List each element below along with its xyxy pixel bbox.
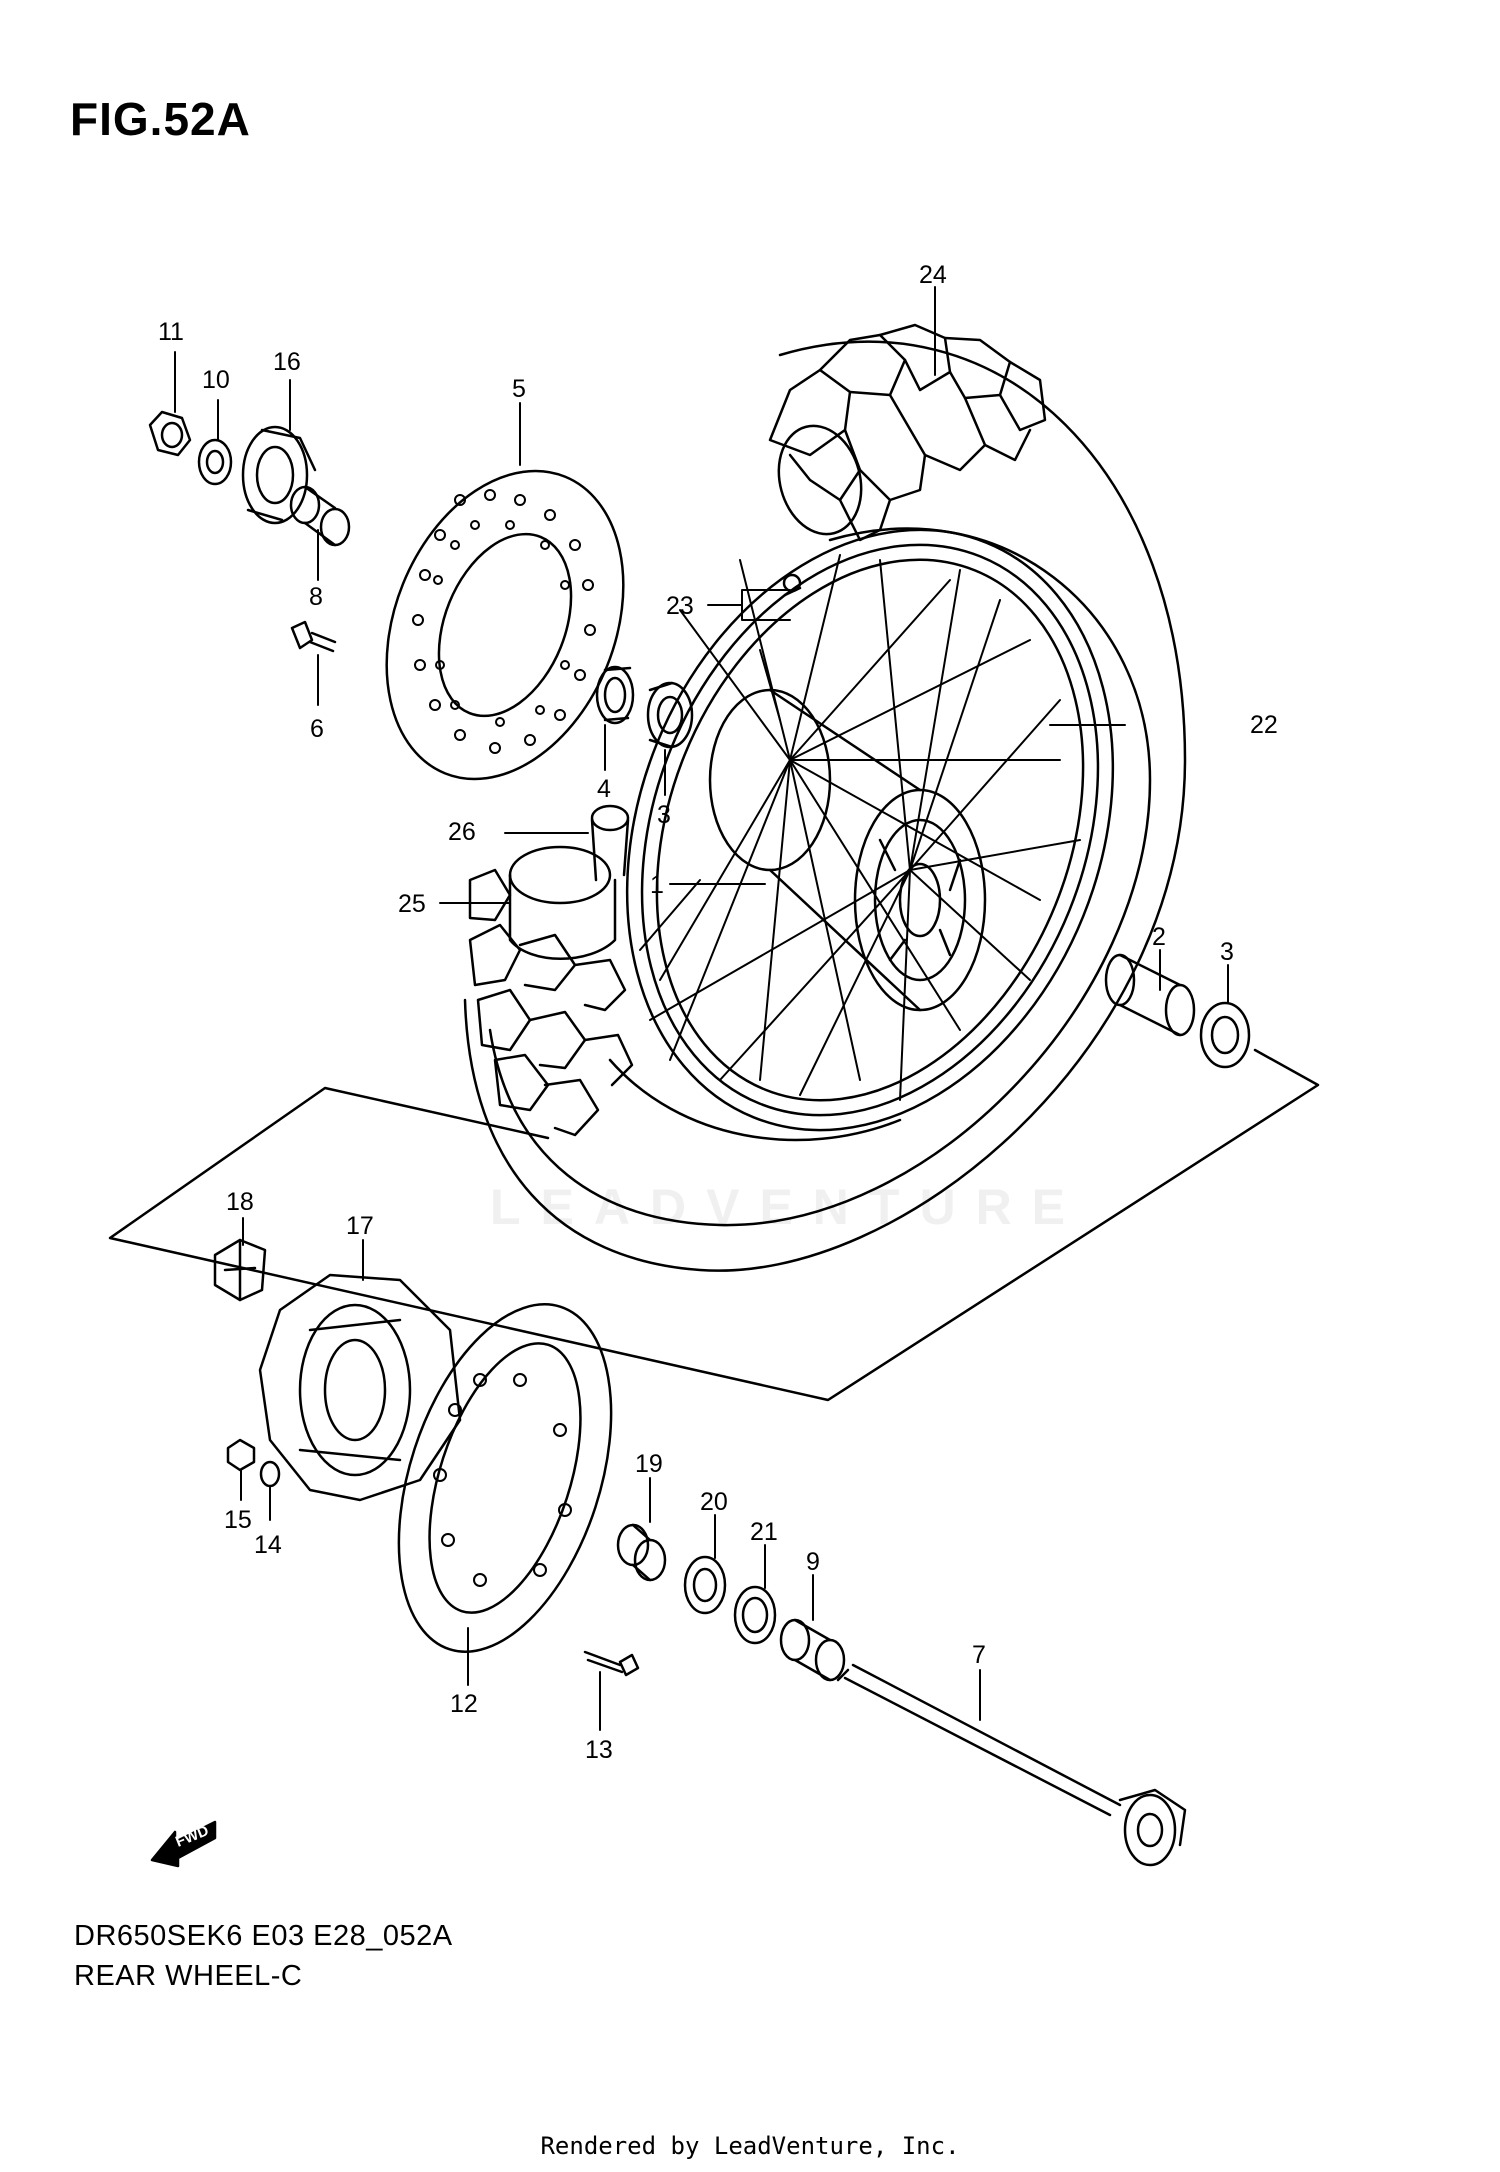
callout-15: 15 <box>224 1506 252 1534</box>
callout-22: 22 <box>1250 711 1278 739</box>
callout-12: 12 <box>450 1690 478 1718</box>
callout-4: 4 <box>597 775 611 803</box>
rim-lock-26-part <box>590 804 630 882</box>
callout-7: 7 <box>972 1641 986 1669</box>
callout-11: 11 <box>158 318 184 346</box>
callout-24: 24 <box>919 261 947 289</box>
spacer-8-part <box>289 485 351 547</box>
callout-13: 13 <box>585 1736 613 1764</box>
callout-26: 26 <box>448 818 476 846</box>
section-name: REAR WHEEL-C <box>74 1960 303 1992</box>
bearing-20-part <box>683 1555 727 1615</box>
callout-21: 21 <box>750 1518 778 1546</box>
sprocket-16-part <box>241 425 317 525</box>
spacer-9-part <box>779 1618 846 1682</box>
callout-20: 20 <box>700 1488 728 1516</box>
callout-3a: 3 <box>657 801 671 829</box>
callout-5: 5 <box>512 375 526 403</box>
sprocket-carrier-17-part <box>258 1273 462 1502</box>
rim-part <box>625 528 1115 1132</box>
bearing-3a-part <box>646 681 694 749</box>
callout-2: 2 <box>1152 923 1166 951</box>
callout-9: 9 <box>806 1548 820 1576</box>
callout-8: 8 <box>309 583 323 611</box>
brake-disc-part <box>385 469 625 781</box>
washer-14-part <box>259 1460 281 1488</box>
wheel-hub-part <box>708 688 987 1012</box>
model-code: DR650SEK6 E03 E28_052A <box>74 1920 453 1952</box>
callout-1: 1 <box>650 871 664 899</box>
figure-title: FIG.52A <box>70 93 251 145</box>
oil-seal-21-part <box>733 1585 777 1645</box>
valve-23-part <box>782 573 802 597</box>
axle-7-part <box>836 1663 1187 1867</box>
callout-16: 16 <box>273 348 301 376</box>
spacer-2-part <box>1104 953 1196 1037</box>
washer-10-part <box>197 438 233 486</box>
assembly-outline <box>108 1048 1320 1402</box>
bolt-13-part <box>583 1650 640 1677</box>
nut-11-part <box>148 410 192 457</box>
callout-labels: 24 11 10 16 5 8 6 23 22 4 3 26 1 25 2 3 … <box>158 261 1278 1764</box>
callout-23: 23 <box>666 592 694 620</box>
spacer-19-part <box>616 1523 667 1582</box>
bolt-6-part <box>290 620 337 653</box>
nut-15-part <box>226 1438 256 1472</box>
rendered-by-credit: Rendered by LeadVenture, Inc. <box>540 2132 960 2160</box>
callout-18: 18 <box>226 1188 254 1216</box>
damper-18-part <box>213 1238 267 1302</box>
rim-band-25-part <box>508 845 617 960</box>
callout-10: 10 <box>202 366 230 394</box>
callout-19: 19 <box>635 1450 663 1478</box>
oil-seal-4-part <box>595 665 635 725</box>
tire-part <box>463 323 1187 1272</box>
callout-17: 17 <box>346 1212 374 1240</box>
leader-lines <box>174 286 1229 1731</box>
fwd-arrow-icon <box>150 1820 217 1868</box>
callout-3b: 3 <box>1220 938 1234 966</box>
bearing-3b-part <box>1199 1001 1251 1069</box>
callout-25: 25 <box>398 890 426 918</box>
rear-sprocket-12-part <box>397 1303 613 1653</box>
callout-14: 14 <box>254 1531 282 1559</box>
callout-6: 6 <box>310 715 324 743</box>
spokes <box>639 554 1081 1101</box>
